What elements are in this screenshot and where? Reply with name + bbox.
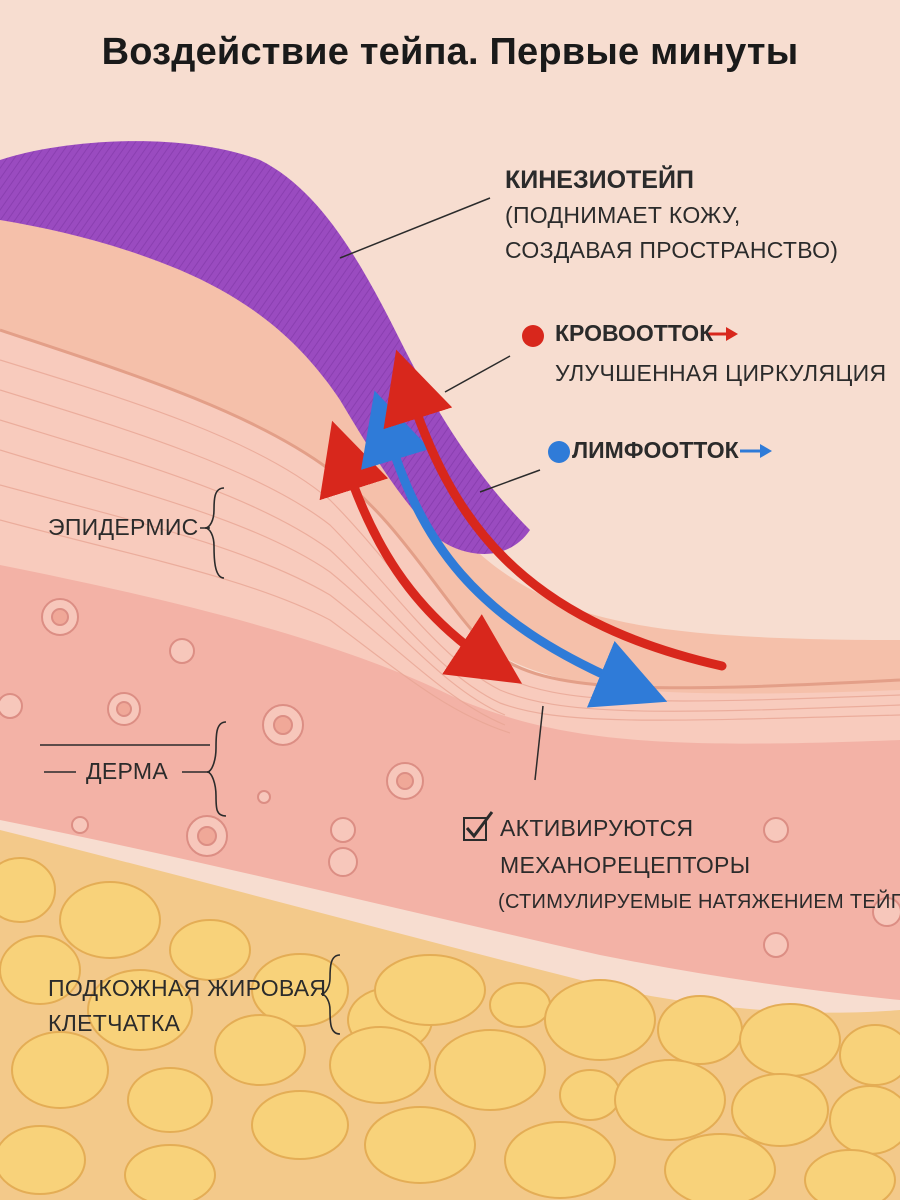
page-title: Воздействие тейпа. Первые минуты bbox=[101, 31, 799, 73]
checkbox-checked-icon bbox=[463, 811, 494, 841]
layer-brackets bbox=[204, 487, 341, 1035]
lymph-dot-icon bbox=[548, 441, 570, 463]
fat-label-line2: КЛЕТЧАТКА bbox=[48, 1010, 181, 1036]
leader-lines bbox=[40, 197, 544, 781]
fat-cells bbox=[0, 857, 900, 1200]
dermis-cells bbox=[0, 598, 900, 958]
flow-arrows bbox=[319, 349, 727, 708]
label-arrows bbox=[706, 327, 772, 458]
receptors-line1: АКТИВИРУЮТСЯ bbox=[500, 815, 694, 841]
blood-dot-icon bbox=[522, 325, 544, 347]
blood-arrow-right bbox=[383, 349, 727, 671]
dermis-label: ДЕРМА bbox=[86, 758, 168, 784]
receptors-line2: МЕХАНОРЕЦЕПТОРЫ bbox=[500, 852, 751, 878]
lymph-label: ЛИМФООТТОК bbox=[572, 437, 739, 463]
epidermis-label: ЭПИДЕРМИС bbox=[48, 514, 199, 540]
receptors-line3: (СТИМУЛИРУЕМЫЕ НАТЯЖЕНИЕМ ТЕЙПА) bbox=[498, 891, 900, 913]
blood-label: КРОВООТТОК bbox=[555, 320, 714, 346]
fat-label-line1: ПОДКОЖНАЯ ЖИРОВАЯ bbox=[48, 975, 327, 1001]
skin-surface bbox=[0, 210, 900, 694]
lymph-arrow bbox=[361, 390, 668, 708]
blood-desc: УЛУЧШЕННАЯ ЦИРКУЛЯЦИЯ bbox=[555, 360, 887, 386]
tape-desc-line1: (ПОДНИМАЕТ КОЖУ, bbox=[505, 202, 741, 228]
epidermis-layer bbox=[0, 330, 900, 744]
tape-label: КИНЕЗИОТЕЙП bbox=[505, 166, 694, 194]
dermis-layer bbox=[0, 560, 900, 1000]
tape-desc-line2: СОЗДАВАЯ ПРОСТРАНСТВО) bbox=[505, 237, 839, 263]
